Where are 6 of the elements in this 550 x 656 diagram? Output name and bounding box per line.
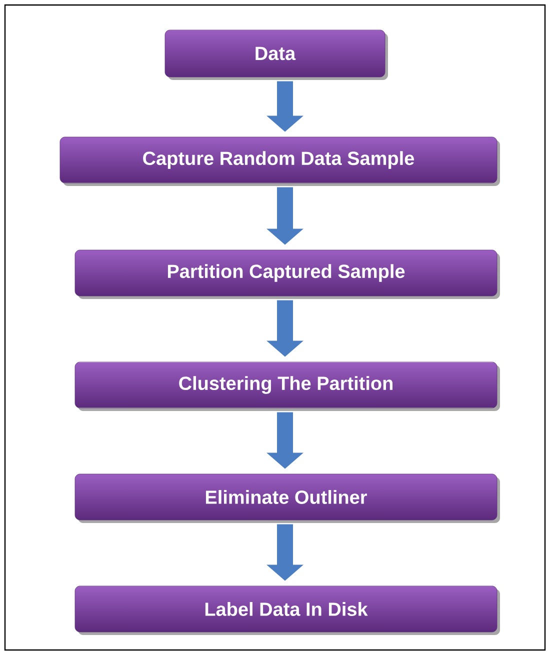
process-box: Eliminate Outliner: [74, 474, 498, 520]
process-box: Data: [164, 30, 386, 78]
process-box: Label Data In Disk: [74, 586, 498, 632]
process-box: Capture Random Data Sample: [60, 136, 498, 184]
process-box: Partition Captured Sample: [74, 250, 498, 296]
process-box: Clustering The Partition: [74, 362, 498, 408]
